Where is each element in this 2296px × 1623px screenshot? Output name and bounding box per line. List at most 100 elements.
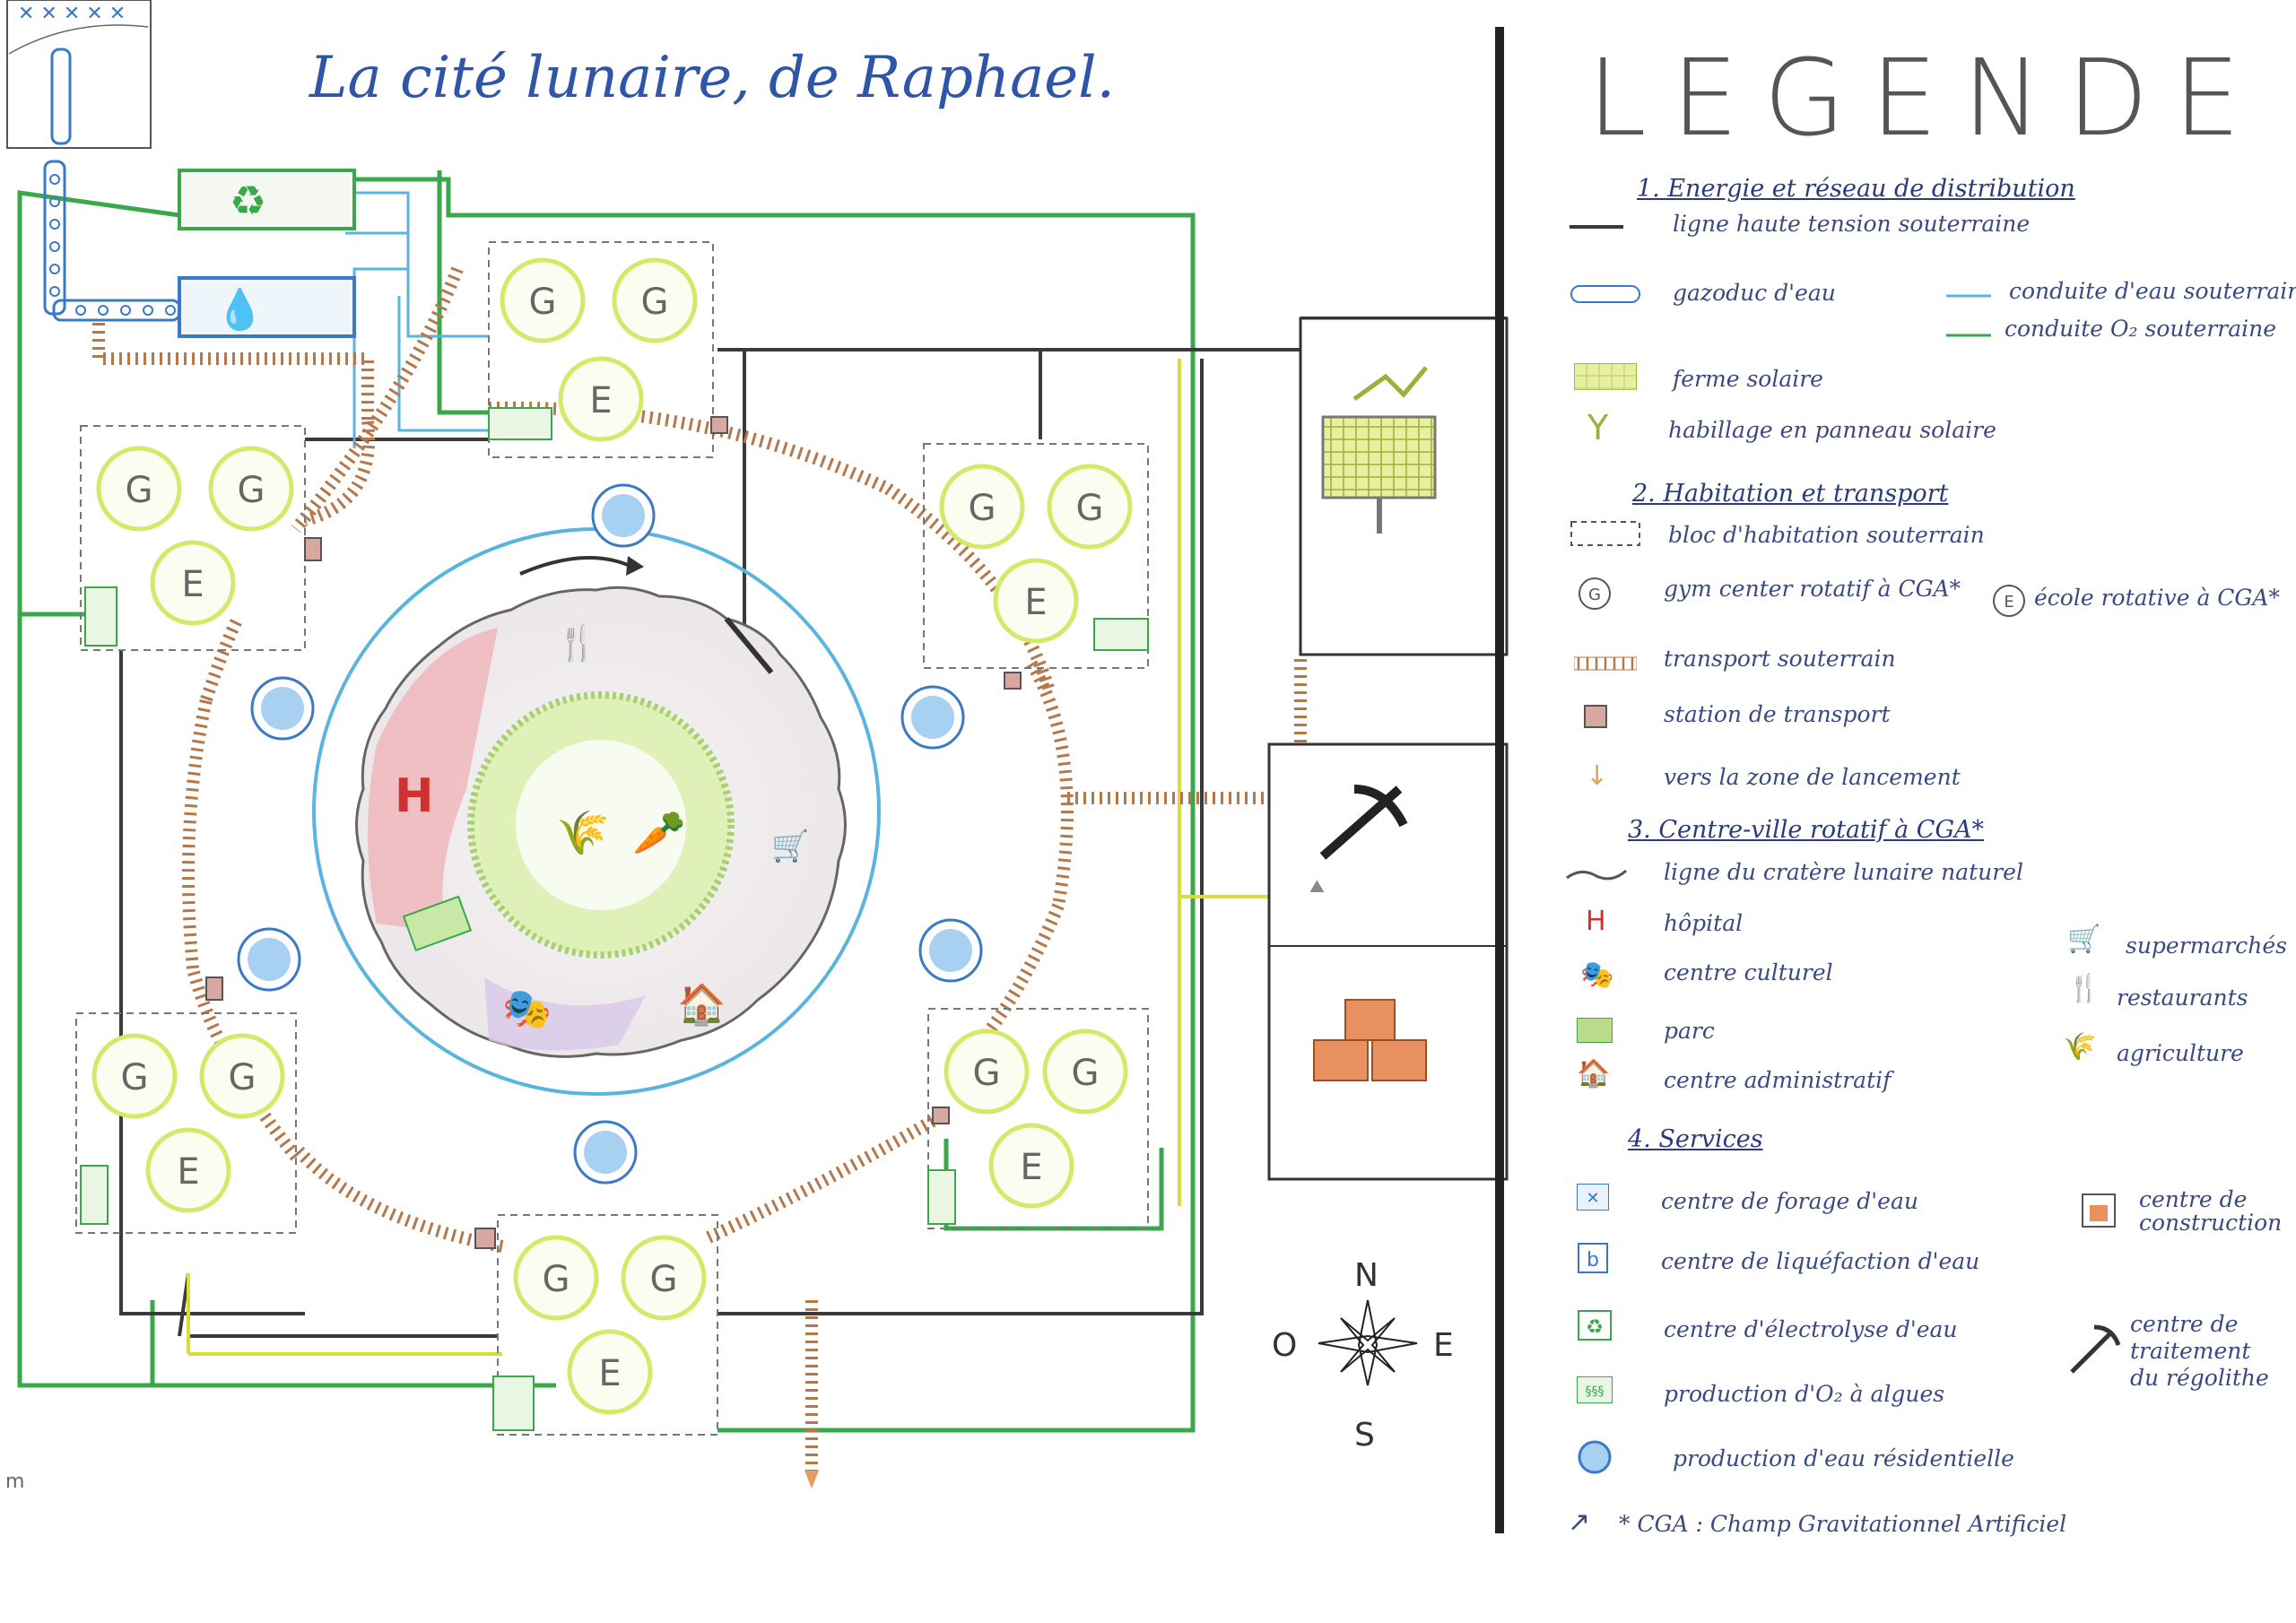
svg-text:E: E xyxy=(1024,582,1047,623)
svg-text:G: G xyxy=(126,470,153,511)
wheat-icon: 🌾 xyxy=(556,808,610,858)
svg-text:G: G xyxy=(1076,488,1104,529)
launch-arrow xyxy=(804,1471,819,1488)
algae-icon: §§§ xyxy=(1577,1376,1613,1403)
fork-knife-icon: 🍴 xyxy=(556,623,598,664)
crater-line-icon xyxy=(1566,869,1627,881)
cultural-icon: 🎭 xyxy=(1580,959,1614,991)
construction-icon xyxy=(2082,1193,2116,1228)
legend-item: production d'eau résidentielle xyxy=(1673,1445,2014,1471)
launch-arrow-icon: ↓ xyxy=(1586,760,1609,792)
drilling-icon: ✕ xyxy=(1577,1184,1609,1211)
svg-text:E: E xyxy=(2004,593,2013,612)
legend: LEGENDE 1. Energie et réseau de distribu… xyxy=(1561,27,2296,1551)
solar-farm-box xyxy=(1299,317,1509,656)
svg-text:G: G xyxy=(543,1259,570,1300)
hospital-zone xyxy=(368,628,498,933)
legend-item: centre de traitement du régolithe xyxy=(2130,1311,2269,1391)
map-title: La cité lunaire, de Raphael. xyxy=(309,45,1115,111)
legend-item: supermarchés xyxy=(2126,933,2287,959)
legend-item: conduite O₂ souterraine xyxy=(2005,316,2277,342)
cga-arrow-icon: ↗ xyxy=(1568,1506,1591,1538)
compass-e: E xyxy=(1433,1327,1454,1364)
school-icon: E xyxy=(1993,585,2025,617)
svg-text:G: G xyxy=(229,1057,257,1098)
electrolysis-icon: ♻ xyxy=(1578,1310,1612,1341)
legend-section-energy: 1. Energie et réseau de distribution xyxy=(1637,175,2075,203)
water-gas-pipeline xyxy=(43,160,181,322)
corner-mark: m xyxy=(5,1471,25,1493)
housing-blocks xyxy=(75,241,1149,1436)
legend-section-centre: 3. Centre-ville rotatif à CGA* xyxy=(1628,816,1985,844)
legend-item: hôpital xyxy=(1664,910,1744,936)
legend-item: école rotative à CGA* xyxy=(2034,585,2280,611)
svg-text:E: E xyxy=(181,564,204,605)
svg-text:§§§: §§§ xyxy=(1586,1384,1605,1399)
y-symbol-icon: Y xyxy=(1587,408,1609,447)
legend-item: * CGA : Champ Gravitationnel Artificiel xyxy=(1619,1511,2067,1537)
legend-item: ferme solaire xyxy=(1673,366,1823,392)
carrot-icon: 🥕 xyxy=(632,808,686,858)
legend-item: habillage en panneau solaire xyxy=(1668,417,1996,443)
cart-icon: 🛒 xyxy=(771,829,809,864)
svg-text:E: E xyxy=(598,1353,621,1394)
solar-farm-symbol xyxy=(1574,363,1637,390)
legend-title: LEGENDE xyxy=(1587,36,2266,160)
agriculture-icon: 🌾 xyxy=(2063,1031,2097,1063)
legend-item: centre de liquéfaction d'eau xyxy=(1661,1248,1980,1274)
legend-item: agriculture xyxy=(2117,1040,2244,1066)
station-icon xyxy=(1584,705,1607,728)
legend-item: station de transport xyxy=(1664,701,1891,727)
svg-text:H: H xyxy=(395,769,434,823)
pickaxe-icon xyxy=(2070,1324,2121,1374)
supermarket-icon: 🛒 xyxy=(2067,924,2101,955)
legend-item: centre de construction xyxy=(2139,1186,2283,1236)
house-icon: 🏠 xyxy=(677,982,726,1028)
legend-item: centre d'électrolyse d'eau xyxy=(1664,1316,1958,1342)
svg-text:G: G xyxy=(969,488,996,529)
legend-item: ligne du cratère lunaire naturel xyxy=(1664,859,2023,885)
rotating-modules xyxy=(91,257,1133,1415)
legend-item: gazoduc d'eau xyxy=(1673,280,1836,306)
city-map: ✕ ✕ ✕ ✕ ✕ xyxy=(6,0,1509,1533)
svg-text:G: G xyxy=(529,282,557,323)
algae-o2-boxes xyxy=(80,407,1149,1431)
compass-n: N xyxy=(1354,1257,1378,1294)
svg-text:✕: ✕ xyxy=(1586,1189,1599,1208)
legend-item: conduite d'eau souterraine xyxy=(2009,278,2296,304)
svg-text:G: G xyxy=(973,1053,1001,1094)
legend-item: vers la zone de lancement xyxy=(1664,764,1961,790)
transport-stations xyxy=(205,416,1022,1249)
hv-line-symbol xyxy=(1570,225,1623,229)
compass-o: O xyxy=(1272,1327,1298,1364)
svg-text:b: b xyxy=(1587,1249,1599,1271)
svg-text:♻: ♻ xyxy=(1586,1316,1604,1339)
legend-item: parc xyxy=(1664,1018,1715,1044)
svg-text:G: G xyxy=(238,470,265,511)
water-pipe-network xyxy=(345,191,489,448)
svg-text:E: E xyxy=(1020,1147,1042,1188)
restaurant-icon: 🍴 xyxy=(2067,973,2101,1004)
recycle-icon: ♻ xyxy=(230,177,266,225)
legend-item: gym center rotatif à CGA* xyxy=(1664,576,1961,602)
svg-text:G: G xyxy=(650,1259,678,1300)
gas-pipe-symbol xyxy=(1570,285,1640,303)
city-centre-crater: 🌾 🥕 H 🍴 🛒 🎭 🏠 xyxy=(355,556,847,1058)
svg-text:G: G xyxy=(121,1057,149,1098)
theatre-mask-icon: 🎭 xyxy=(502,986,552,1032)
legend-item: restaurants xyxy=(2117,985,2248,1011)
legend-item: production d'O₂ à algues xyxy=(1664,1381,1945,1407)
legend-section-services: 4. Services xyxy=(1628,1125,1763,1153)
admin-icon: 🏠 xyxy=(1577,1058,1611,1089)
legend-item: centre de forage d'eau xyxy=(1661,1188,1918,1214)
liquefaction-centre: 💧 xyxy=(178,276,356,338)
culture-zone xyxy=(484,977,646,1051)
compass-s: S xyxy=(1354,1417,1375,1454)
compass-rose-icon xyxy=(1318,1299,1418,1386)
legend-item: ligne haute tension souterraine xyxy=(1673,211,2031,237)
legend-item: bloc d'habitation souterrain xyxy=(1668,522,1985,548)
liquefaction-icon: b xyxy=(1578,1243,1608,1273)
o2-network xyxy=(17,170,1196,1433)
legend-item: centre administratif xyxy=(1664,1067,1892,1093)
park-icon xyxy=(1577,1018,1613,1043)
